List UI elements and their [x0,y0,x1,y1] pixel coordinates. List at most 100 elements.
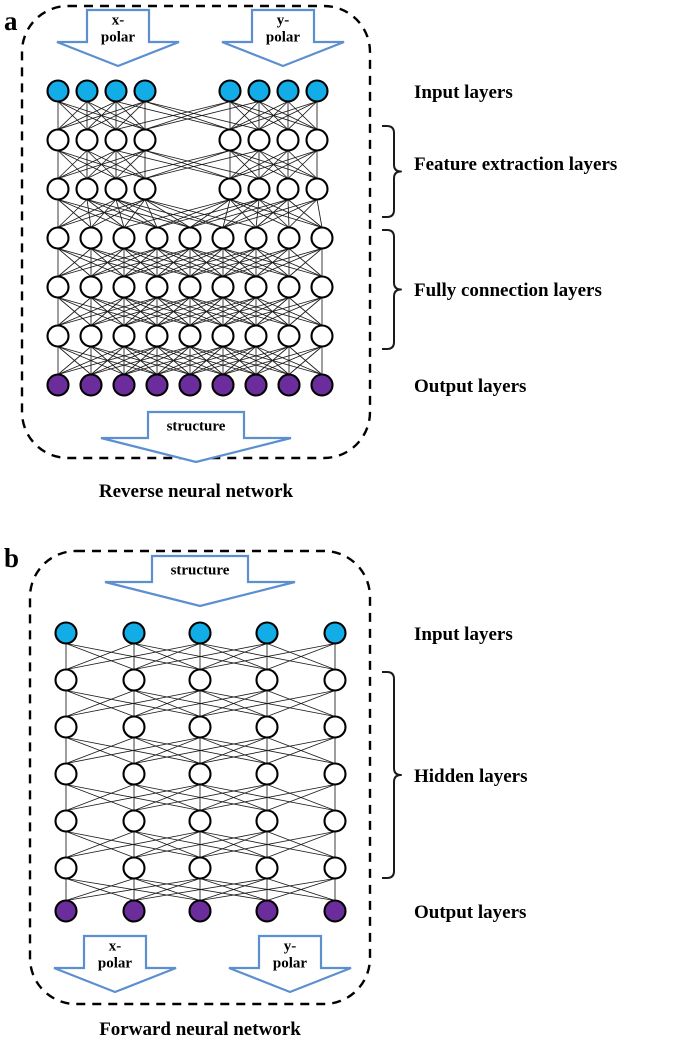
edge [199,643,336,670]
feature-extraction-layers-label: Feature extraction layers [414,154,617,175]
edge [57,248,125,277]
node-input [276,79,300,103]
node-hidden [104,128,128,152]
node-hidden [112,275,136,299]
edge [156,248,224,277]
hidden-layers-label: Hidden layers [414,766,527,787]
node-hidden [276,177,300,201]
edge [189,199,260,228]
feature-extraction-brace [382,125,402,218]
edge [222,199,318,228]
edge [57,346,92,375]
structure-arrow [104,554,296,608]
node-hidden [188,762,212,786]
node-hidden [244,275,268,299]
edge [156,297,224,326]
edge [189,297,290,326]
input-layers-label: Input layers [414,82,513,103]
panel-a-braces [382,125,402,350]
edge [65,737,201,764]
edge [86,199,158,228]
edge [115,199,191,228]
edge [258,150,318,179]
edge [133,784,268,811]
node-hidden [75,177,99,201]
node-input [247,79,271,103]
node-hidden [310,226,334,250]
edge [229,199,323,228]
edge [115,101,146,130]
node-hidden [218,128,242,152]
edge [229,150,318,179]
node-hidden [247,177,271,201]
edge [133,643,268,670]
edge [65,878,135,901]
edge [229,101,260,130]
edge [133,737,201,764]
node-hidden [255,715,279,739]
edge [144,101,260,130]
node-hidden [323,715,347,739]
node-output [46,373,70,397]
edge [57,346,125,375]
output-layers-label: Output layers [414,902,526,923]
edge [90,297,191,326]
edge [222,199,260,228]
edge [255,199,260,228]
input-layers-label: Input layers [414,624,513,645]
node-hidden [178,324,202,348]
edge [258,101,318,130]
node-hidden [178,275,202,299]
edge [287,199,290,228]
edge [115,199,158,228]
edge [266,784,336,811]
edge [90,199,117,228]
node-hidden [255,809,279,833]
edge [199,737,268,764]
panel-a-letter: a [4,6,18,36]
edge [86,150,146,179]
node-hidden [211,324,235,348]
edge [133,737,268,764]
edge [57,199,125,228]
edge [90,346,158,375]
edge [144,150,231,179]
node-hidden [188,668,212,692]
node-hidden [122,668,146,692]
edge [199,690,268,717]
x-polar-arrow-label: x-polar [101,13,136,46]
node-hidden [79,275,103,299]
edge [57,199,92,228]
structure-arrow-label: structure [167,419,226,435]
node-hidden [54,668,78,692]
edge [57,297,125,326]
edge [316,199,323,228]
node-hidden [122,715,146,739]
node-hidden [305,177,329,201]
node-hidden [46,128,70,152]
edge [65,643,201,670]
structure-arrow-label: structure [171,563,230,579]
edge [90,297,158,326]
node-hidden [218,177,242,201]
panel-b-caption: Forward neural network [99,1019,301,1040]
node-output [323,899,347,923]
edge [65,784,201,811]
node-hidden [277,275,301,299]
edge [199,831,268,858]
panel-b-braces [382,671,402,879]
edge [255,199,289,228]
edge [144,101,231,130]
node-hidden [79,226,103,250]
edge [222,297,290,326]
node-hidden [276,128,300,152]
edge [65,784,135,811]
node-hidden [122,856,146,880]
edge [199,690,336,717]
node-hidden [310,275,334,299]
node-input [218,79,242,103]
node-output [112,373,136,397]
